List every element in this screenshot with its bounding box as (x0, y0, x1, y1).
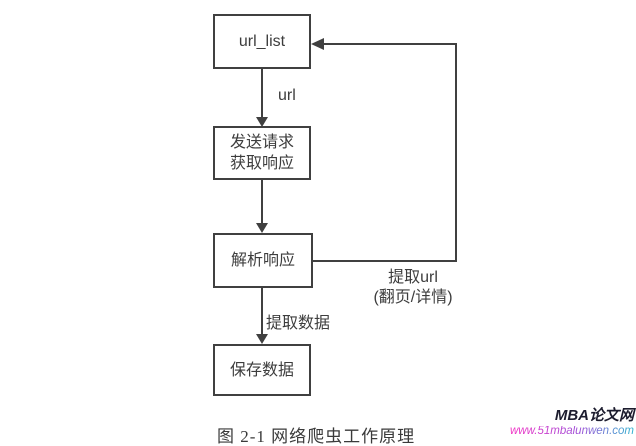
watermark-site-name: MBA论文网 (554, 407, 634, 424)
figure-caption: 图 2-1 网络爬虫工作原理 (217, 427, 416, 446)
watermark-site-url: www.51mbalunwen.com (509, 425, 634, 437)
arrow-parseresponse-to-savedata-head-icon (256, 334, 268, 344)
edge-label-extract-url: 提取url (翻页/详情) (358, 268, 468, 308)
node-send-request-label-line2: 获取响应 (229, 155, 294, 172)
edge-label-extract-data: 提取数据 (266, 315, 331, 332)
edge-label-url: url (278, 87, 296, 104)
node-parse-response-label: 解析响应 (230, 252, 295, 269)
node-send-request: 发送请求 获取响应 (213, 126, 311, 180)
loop-right-line (455, 43, 457, 262)
arrow-sendrequest-to-parseresponse-line (261, 180, 263, 223)
watermark: MBA论文网 www.51mbalunwen.com (510, 408, 634, 438)
node-send-request-label-line1: 发送请求 (229, 134, 294, 151)
arrow-sendrequest-to-parseresponse-head-icon (256, 223, 268, 233)
node-save-data: 保存数据 (213, 344, 311, 396)
node-save-data-label: 保存数据 (229, 361, 294, 379)
arrow-urllist-to-sendrequest-line (261, 69, 263, 117)
edge-label-extract-url-line1: 提取url (388, 269, 438, 286)
loop-arrowhead-left-icon (311, 38, 324, 50)
node-url-list-label: url_list (238, 33, 286, 50)
node-url-list: url_list (213, 14, 311, 69)
loop-top-line (322, 43, 457, 45)
arrow-parseresponse-to-savedata-line (261, 288, 263, 334)
edge-label-extract-url-line2: (翻页/详情) (373, 289, 453, 306)
node-parse-response: 解析响应 (213, 233, 313, 288)
arrow-urllist-to-sendrequest-head-icon (256, 117, 268, 127)
loop-bottom-line (313, 260, 457, 262)
